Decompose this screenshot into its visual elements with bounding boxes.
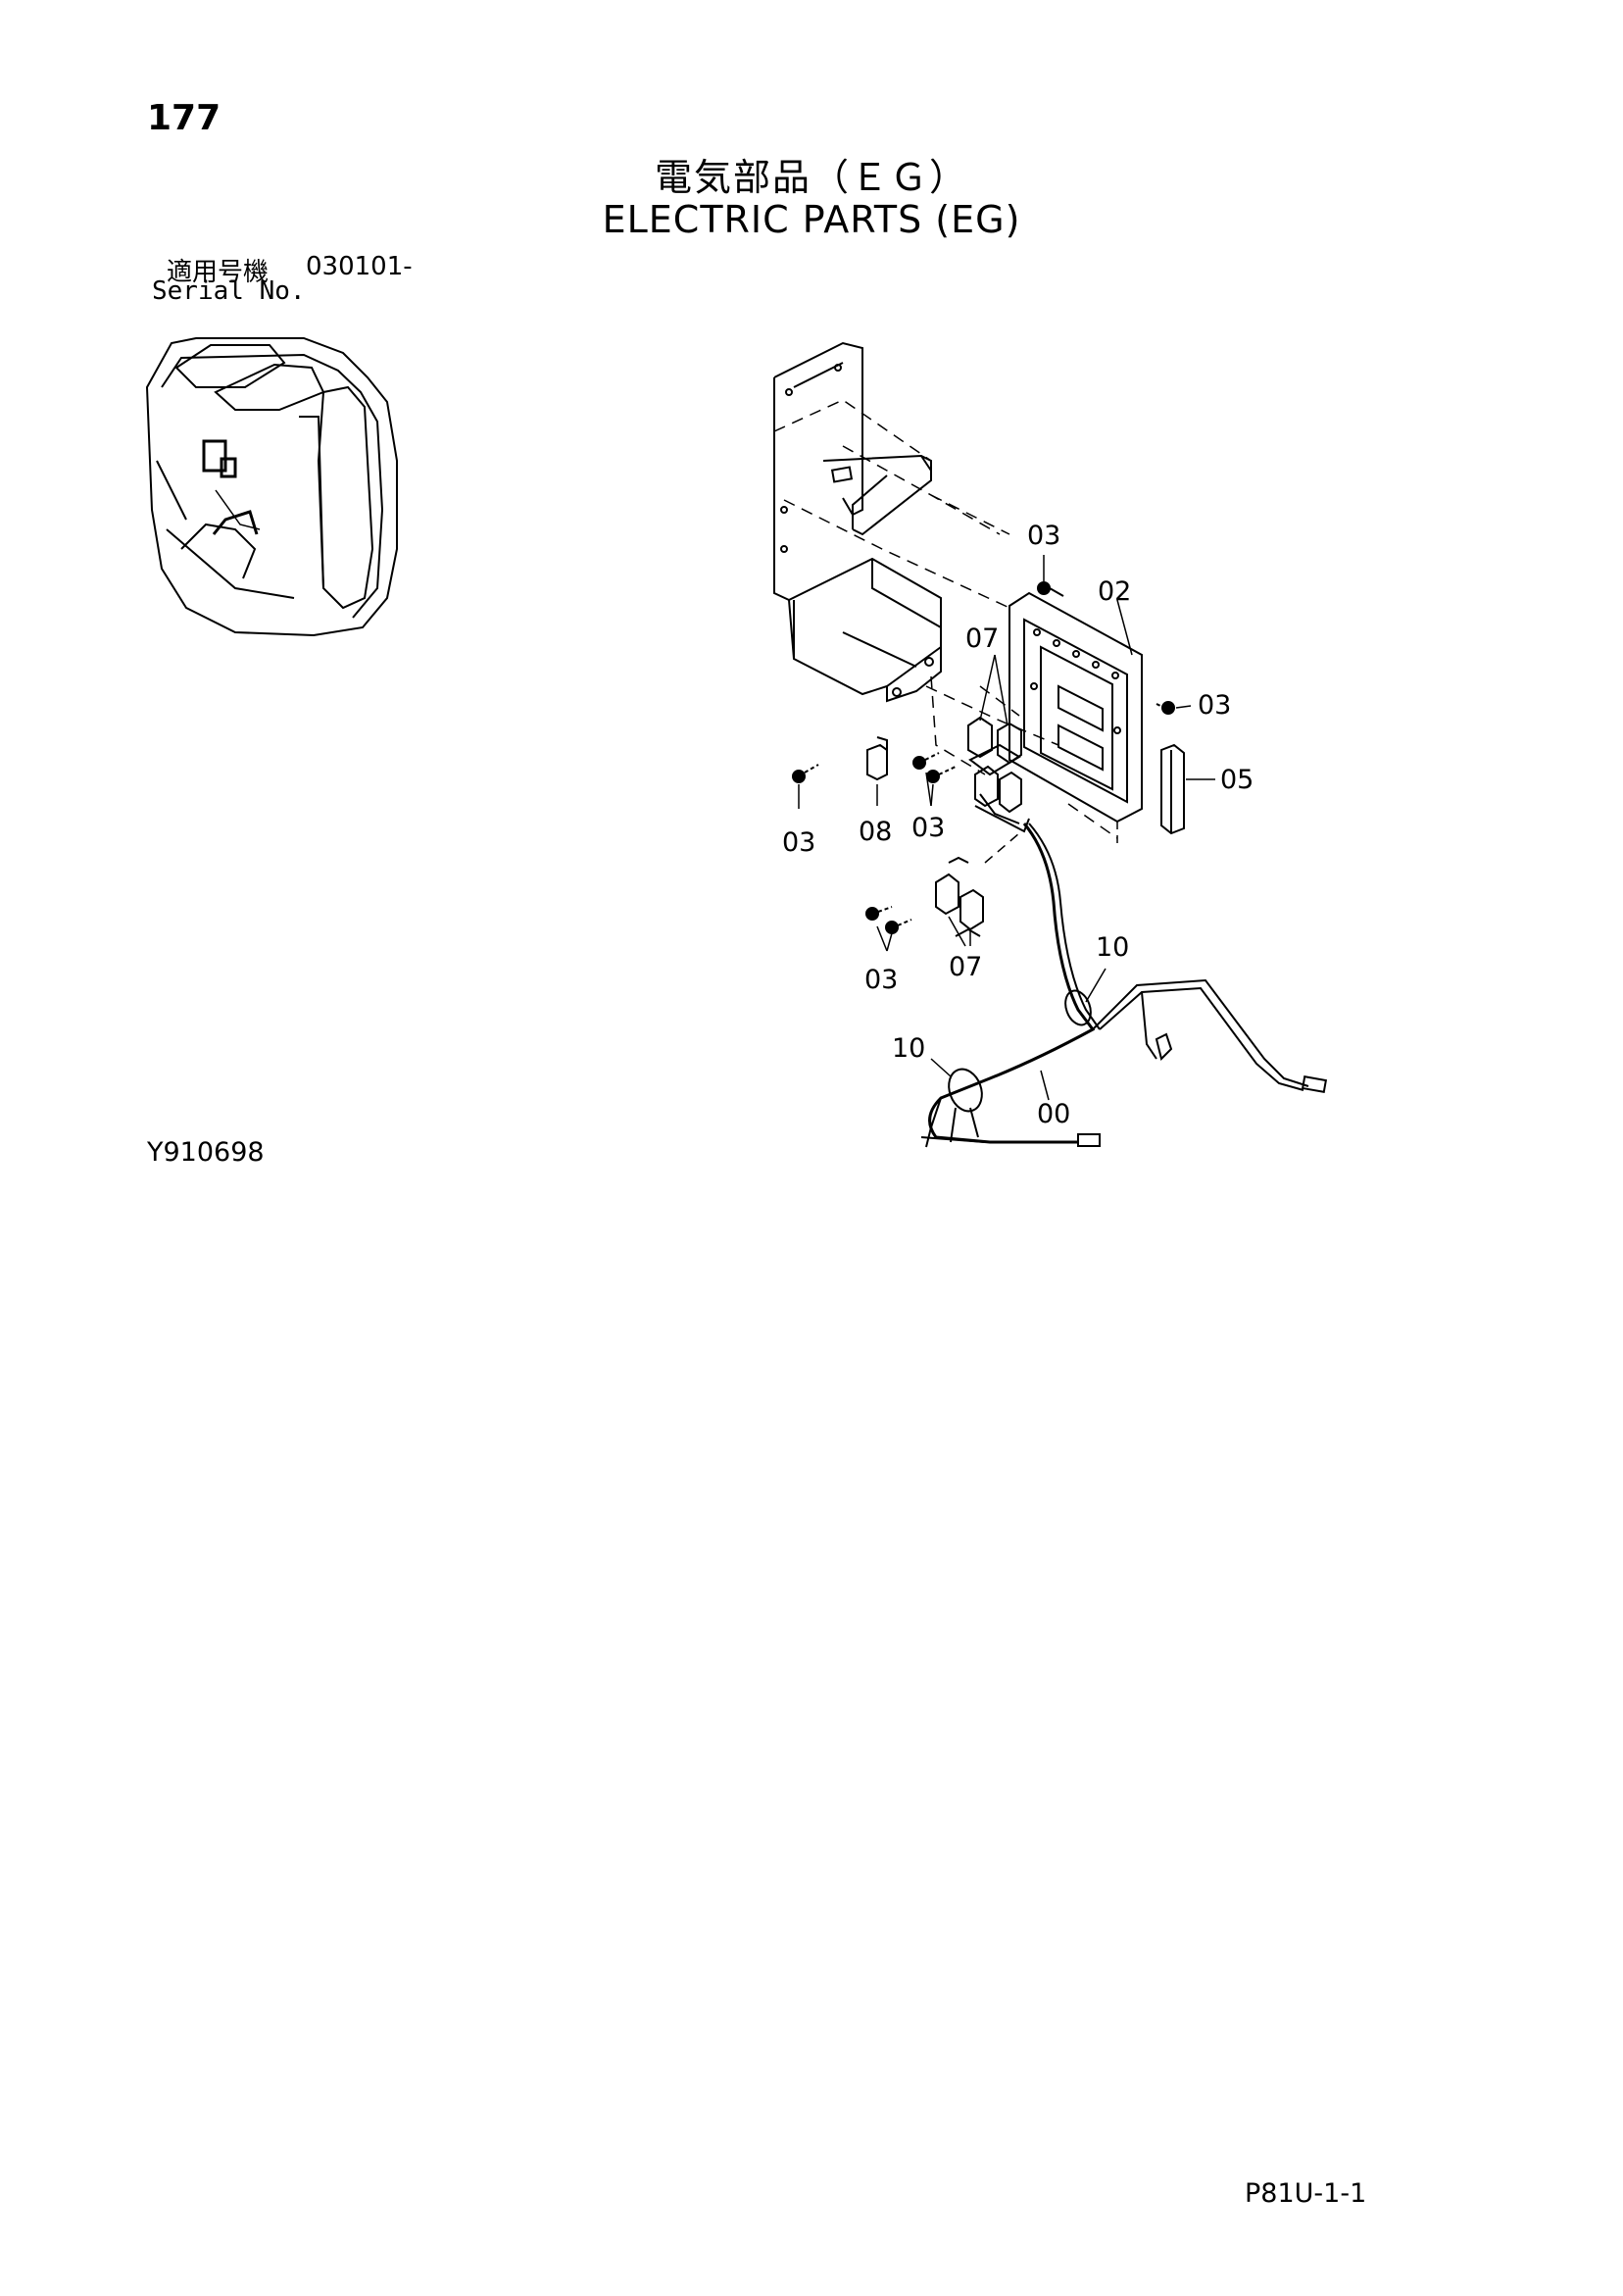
serial-range: 030101- (306, 252, 413, 281)
callout-label: 08 (859, 817, 892, 847)
callout-label: 00 (1037, 1099, 1070, 1129)
figure-id: Y910698 (147, 1137, 265, 1168)
callout-label: 03 (782, 827, 815, 858)
callout-label: 05 (1220, 765, 1254, 795)
callout-labels: 03 02 07 03 05 03 08 03 03 07 10 10 00 (782, 521, 1254, 1129)
title-japanese: 電気部品（ＥＧ） (654, 156, 968, 199)
callout-label: 03 (1027, 521, 1060, 551)
electric-parts-exploded-view (773, 341, 1328, 1148)
excavator-cab-locator-icon (145, 337, 398, 637)
callout-label: 10 (892, 1033, 925, 1064)
callout-label: 10 (1096, 932, 1129, 963)
callout-label: 07 (949, 952, 982, 982)
serial-label-english: Serial No. (152, 276, 306, 306)
serial-label-japanese: 適用号機 (167, 258, 270, 287)
callout-label: 07 (965, 624, 999, 654)
callout-label: 03 (864, 965, 898, 995)
page-code: P81U-1-1 (1245, 2178, 1367, 2209)
page-number: 177 (147, 98, 221, 138)
callout-label: 02 (1098, 576, 1131, 607)
title-english: ELECTRIC PARTS (EG) (602, 198, 1021, 241)
parts-diagram: 03 02 07 03 05 03 08 03 03 07 10 10 00 (145, 337, 1328, 1148)
callout-leaders (798, 555, 1215, 1101)
callout-label: 03 (911, 813, 945, 843)
callout-label: 03 (1198, 690, 1231, 721)
